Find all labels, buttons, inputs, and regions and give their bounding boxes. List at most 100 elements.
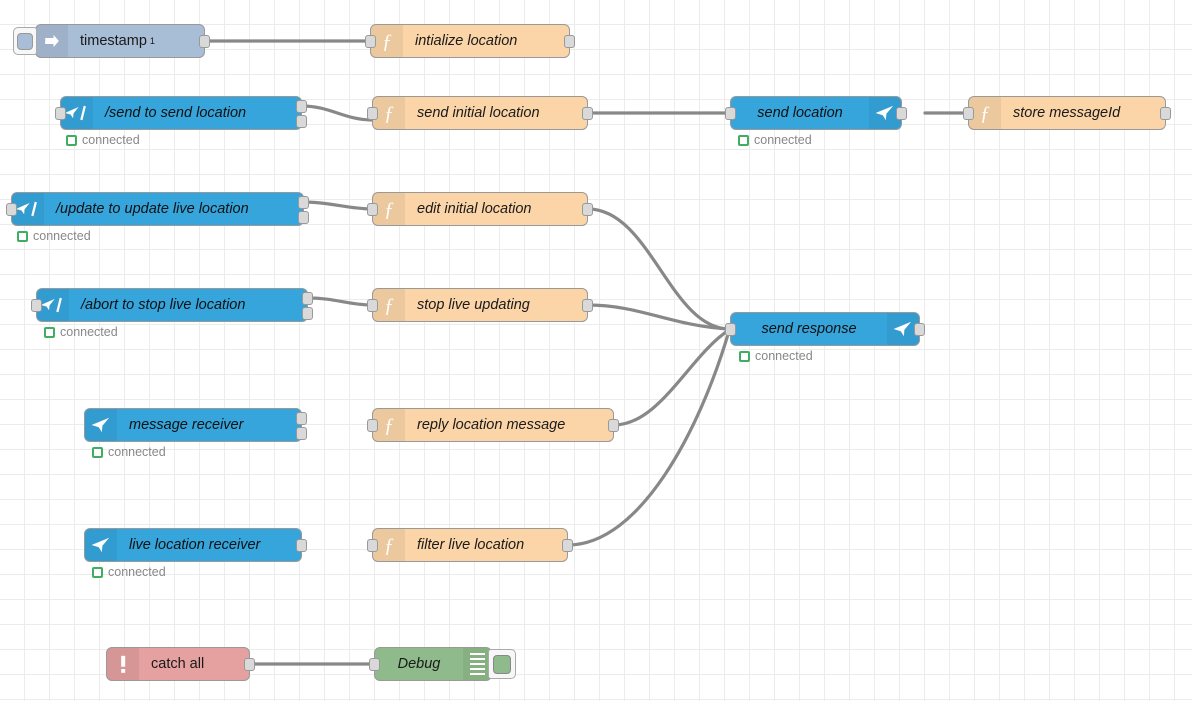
node-store-messageid[interactable]: ƒ store messageId xyxy=(963,96,1171,130)
status-label: connected xyxy=(82,133,140,147)
output-port-2[interactable] xyxy=(296,427,307,440)
node-label: Debug xyxy=(397,656,441,672)
node-cmd-send[interactable]: /send to send location xyxy=(55,96,307,130)
output-port[interactable] xyxy=(564,35,575,48)
status-dot xyxy=(66,134,77,146)
status-cmd-update: connected xyxy=(17,229,91,243)
wire-replylocation-to-sendresponse xyxy=(612,328,731,427)
status-dot xyxy=(92,446,103,458)
inject-arrow-icon xyxy=(36,25,68,57)
debug-toggle-knob xyxy=(493,654,511,674)
output-port-2[interactable] xyxy=(302,307,313,320)
node-edit-initial-location[interactable]: ƒ edit initial location xyxy=(367,192,593,226)
status-label: connected xyxy=(33,229,91,243)
node-label: send response xyxy=(761,321,857,337)
node-cmd-abort[interactable]: /abort to stop live location xyxy=(31,288,313,322)
output-port[interactable] xyxy=(582,299,593,312)
status-label: connected xyxy=(754,133,812,147)
node-label: reply location message xyxy=(417,417,566,433)
output-port-2[interactable] xyxy=(298,211,309,224)
inject-trigger-button[interactable] xyxy=(13,27,37,55)
svg-text:ƒ: ƒ xyxy=(382,31,392,51)
status-dot xyxy=(44,326,55,338)
status-send-location: connected xyxy=(738,133,812,147)
input-port[interactable] xyxy=(6,203,17,216)
output-port[interactable] xyxy=(1160,107,1171,120)
node-send-location[interactable]: send location xyxy=(725,96,907,130)
node-label: live location receiver xyxy=(129,537,261,553)
output-port[interactable] xyxy=(896,107,907,120)
input-port[interactable] xyxy=(367,299,378,312)
status-label: connected xyxy=(60,325,118,339)
svg-text:ƒ: ƒ xyxy=(384,535,394,555)
telegram-plane-icon xyxy=(869,97,901,129)
input-port[interactable] xyxy=(365,35,376,48)
wire-cmdupdate-to-editinitial xyxy=(302,200,374,211)
inject-count-superscript: 1 xyxy=(149,36,155,46)
input-port[interactable] xyxy=(55,107,66,120)
status-message-receiver: connected xyxy=(92,445,166,459)
svg-text:ƒ: ƒ xyxy=(384,295,394,315)
node-message-receiver[interactable]: message receiver xyxy=(84,408,307,442)
node-label: intialize location xyxy=(415,33,518,49)
function-f-icon: ƒ xyxy=(373,97,405,129)
output-port-1[interactable] xyxy=(302,292,313,305)
output-port[interactable] xyxy=(582,203,593,216)
svg-text:ƒ: ƒ xyxy=(384,103,394,123)
function-f-icon: ƒ xyxy=(373,529,405,561)
telegram-plane-icon xyxy=(85,409,117,441)
output-port-1[interactable] xyxy=(296,412,307,425)
output-port[interactable] xyxy=(608,419,619,432)
node-label: /send to send location xyxy=(105,105,247,121)
output-port-1[interactable] xyxy=(296,100,307,113)
output-port-1[interactable] xyxy=(298,196,309,209)
node-filter-live-location[interactable]: ƒ filter live location xyxy=(367,528,573,562)
output-port[interactable] xyxy=(244,658,255,671)
input-port[interactable] xyxy=(31,299,42,312)
output-port[interactable] xyxy=(296,539,307,552)
node-cmd-update[interactable]: /update to update live location xyxy=(6,192,309,226)
node-catch-all[interactable]: catch all xyxy=(106,647,255,681)
output-port[interactable] xyxy=(582,107,593,120)
input-port[interactable] xyxy=(369,658,380,671)
node-stop-live-updating[interactable]: ƒ stop live updating xyxy=(367,288,593,322)
svg-text:ƒ: ƒ xyxy=(384,415,394,435)
node-label: filter live location xyxy=(417,537,525,553)
input-port[interactable] xyxy=(367,203,378,216)
exclamation-icon xyxy=(107,648,139,680)
node-send-response[interactable]: send response xyxy=(725,312,925,346)
node-live-location-receiver[interactable]: live location receiver xyxy=(84,528,307,562)
node-reply-location-message[interactable]: ƒ reply location message xyxy=(367,408,619,442)
node-intialize-location[interactable]: ƒ intialize location xyxy=(365,24,575,58)
status-cmd-send: connected xyxy=(66,133,140,147)
output-port-2[interactable] xyxy=(296,115,307,128)
output-port[interactable] xyxy=(914,323,925,336)
node-send-initial-location[interactable]: ƒ send initial location xyxy=(367,96,593,130)
input-port[interactable] xyxy=(367,539,378,552)
svg-text:ƒ: ƒ xyxy=(384,199,394,219)
node-label: send location xyxy=(757,105,843,121)
node-label: /abort to stop live location xyxy=(81,297,246,313)
function-f-icon: ƒ xyxy=(371,25,403,57)
input-port[interactable] xyxy=(725,323,736,336)
input-port[interactable] xyxy=(367,107,378,120)
function-f-icon: ƒ xyxy=(373,289,405,321)
wire-stoplive-to-sendresponse xyxy=(586,303,731,331)
debug-enable-toggle[interactable] xyxy=(488,649,516,679)
output-port[interactable] xyxy=(562,539,573,552)
input-port[interactable] xyxy=(725,107,736,120)
status-dot xyxy=(17,230,28,242)
input-port[interactable] xyxy=(963,107,974,120)
status-cmd-abort: connected xyxy=(44,325,118,339)
input-port[interactable] xyxy=(367,419,378,432)
wire-cmdabort-to-stoplive xyxy=(306,296,374,307)
function-f-icon: ƒ xyxy=(969,97,1001,129)
node-debug[interactable]: Debug xyxy=(369,647,516,681)
function-f-icon: ƒ xyxy=(373,193,405,225)
wire-editinitial-to-sendresponse xyxy=(586,207,731,331)
telegram-command-icon xyxy=(12,193,44,225)
output-port[interactable] xyxy=(199,35,210,48)
